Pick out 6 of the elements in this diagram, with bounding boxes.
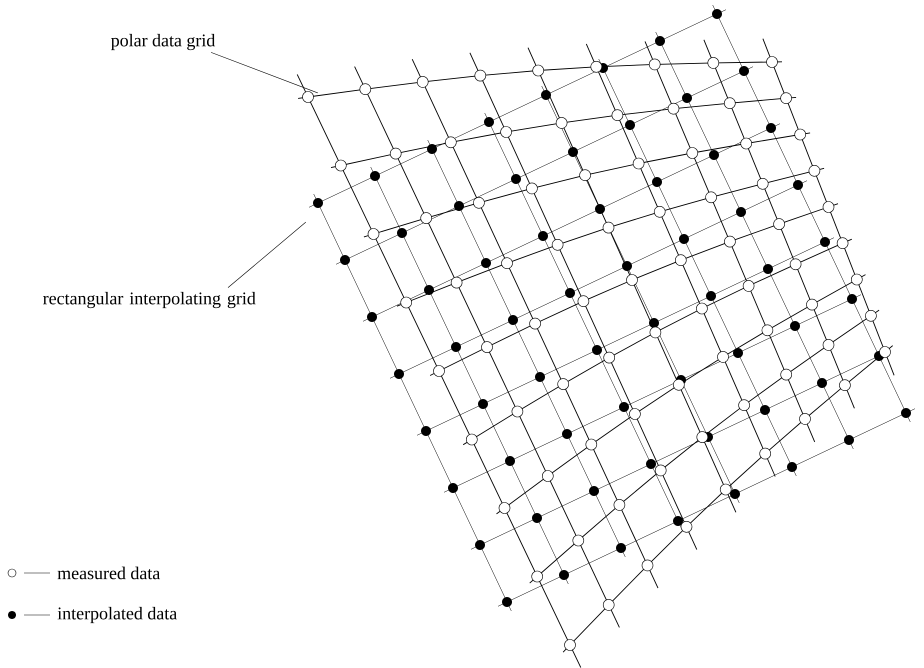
grid-label: polar data grid bbox=[111, 34, 216, 50]
legend-label: interpolated data bbox=[58, 606, 177, 624]
leader-line bbox=[210, 52, 318, 94]
leader-line bbox=[228, 222, 306, 288]
grid-label: rectangular interpolating grid bbox=[43, 292, 256, 308]
legend-label: measured data bbox=[58, 566, 160, 580]
